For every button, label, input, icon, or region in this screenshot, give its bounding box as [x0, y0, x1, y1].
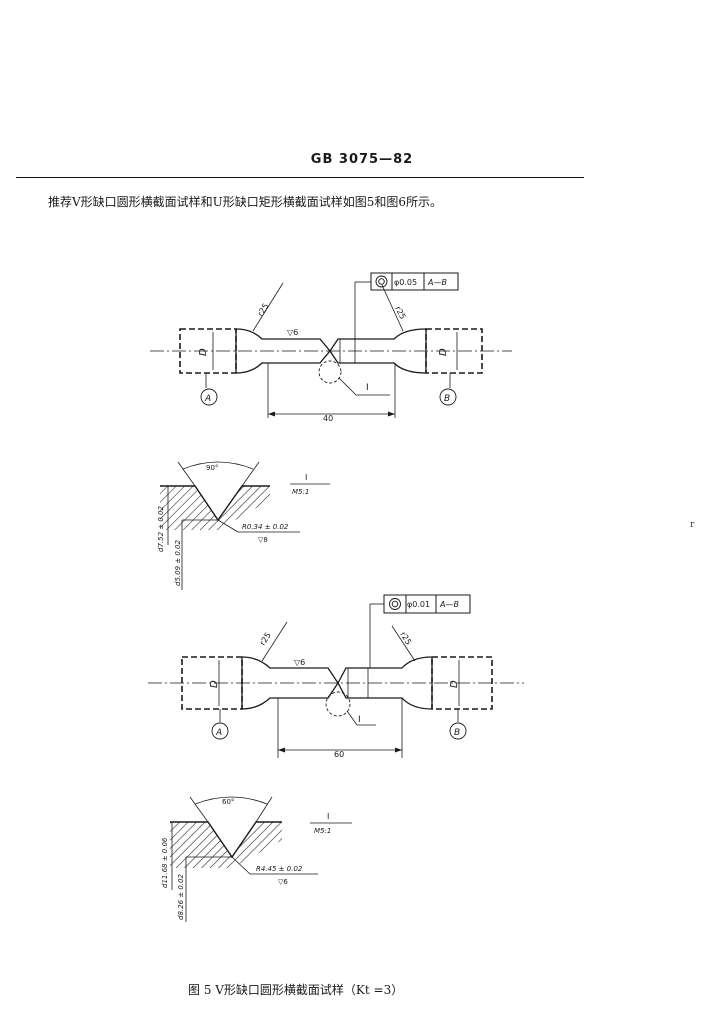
spec1-tolerance: φ0.05	[394, 278, 417, 287]
specimen-1-drawing	[150, 272, 512, 418]
figure-caption: 图 5 V形缺口圆形横截面试样（Kt =3）	[188, 983, 404, 997]
detail1-angle: 90°	[206, 464, 218, 472]
detail1-dim-inner: d5.09 ± 0.02	[174, 540, 182, 586]
detail2-notch-radius: R4.45 ± 0.02	[256, 865, 303, 873]
spec1-diameter-left: D	[198, 348, 209, 356]
specimen-2-drawing	[148, 594, 524, 758]
spec2-length: 60	[334, 750, 344, 759]
detail1-roughness: ▽8	[258, 536, 268, 544]
spec2-datum-a: A	[215, 728, 222, 738]
header-rule	[16, 177, 584, 178]
stray-mark: r	[690, 520, 695, 530]
detail2-dim-inner: d8.26 ± 0.02	[177, 874, 185, 920]
detail-2-drawing	[170, 796, 352, 922]
spec1-radius-left: r25	[256, 302, 271, 318]
spec2-radius-right: r25	[398, 630, 413, 646]
spec2-datum-ref: A—B	[439, 600, 459, 609]
spec1-roughness: ▽6	[287, 328, 298, 337]
spec2-diameter-left: D	[209, 680, 220, 688]
detail2-ref: I	[327, 812, 329, 821]
detail1-dim-outer: d7.52 ± 0.02	[157, 506, 165, 552]
intro-text: 推荐V形缺口圆形横截面试样和U形缺口矩形横截面试样如图5和图6所示。	[48, 195, 443, 209]
detail-1-drawing	[160, 461, 330, 590]
detail1-notch-radius: R0.34 ± 0.02	[242, 523, 289, 531]
document-header: GB 3075—82	[310, 152, 414, 167]
spec2-detail-ref: I	[358, 715, 361, 725]
spec1-datum-b: B	[444, 394, 450, 404]
detail2-dim-outer: d11.68 ± 0.06	[161, 837, 169, 888]
spec1-detail-ref: I	[366, 383, 369, 393]
detail2-roughness: ▽6	[278, 878, 288, 886]
spec2-tolerance: φ0.01	[407, 600, 430, 609]
spec1-length: 40	[323, 414, 333, 423]
spec2-datum-b: B	[454, 728, 460, 738]
spec2-roughness: ▽6	[294, 658, 305, 667]
detail2-scale: M5:1	[314, 827, 331, 835]
detail1-ref: I	[305, 473, 307, 482]
spec2-radius-left: r25	[258, 631, 273, 647]
spec1-radius-right: r25	[393, 305, 407, 321]
spec2-diameter-right: D	[449, 680, 460, 688]
spec1-datum-ref: A—B	[427, 278, 447, 287]
spec1-datum-a: A	[204, 394, 211, 404]
detail1-scale: M5:1	[292, 488, 309, 496]
detail2-angle: 60°	[222, 798, 234, 806]
spec1-diameter-right: D	[438, 348, 449, 356]
